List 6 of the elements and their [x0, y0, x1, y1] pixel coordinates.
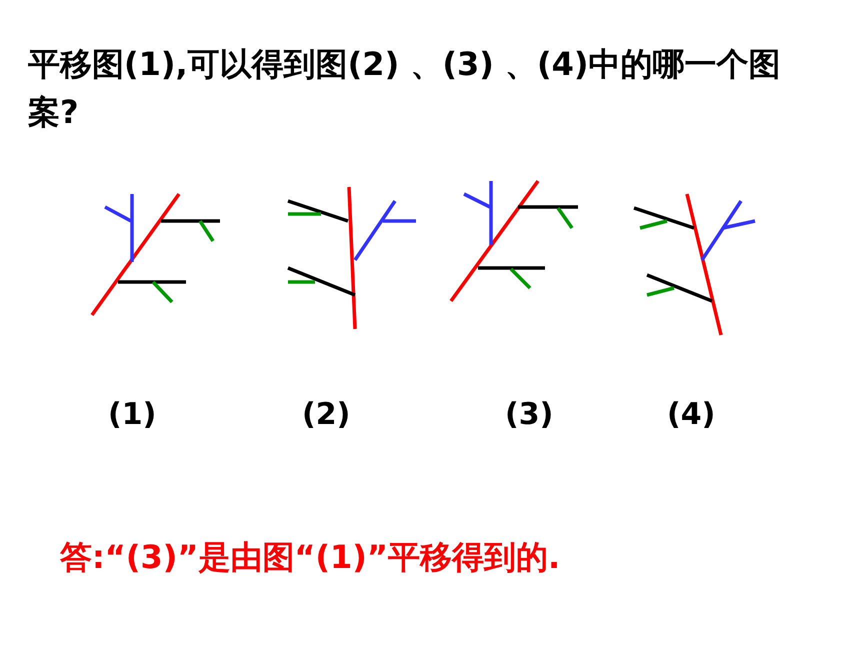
figure-number: (4): [667, 396, 716, 434]
answer-text: 答:“(3)”是由图“(1)”平移得到的.: [60, 537, 560, 578]
question-text: 平移图(1),可以得到图(2) 、(3) 、(4)中的哪一个图案?: [28, 44, 782, 133]
figure-number: (1): [108, 396, 156, 434]
figure-number: (2): [302, 396, 350, 434]
figure-number: (3): [505, 396, 554, 434]
